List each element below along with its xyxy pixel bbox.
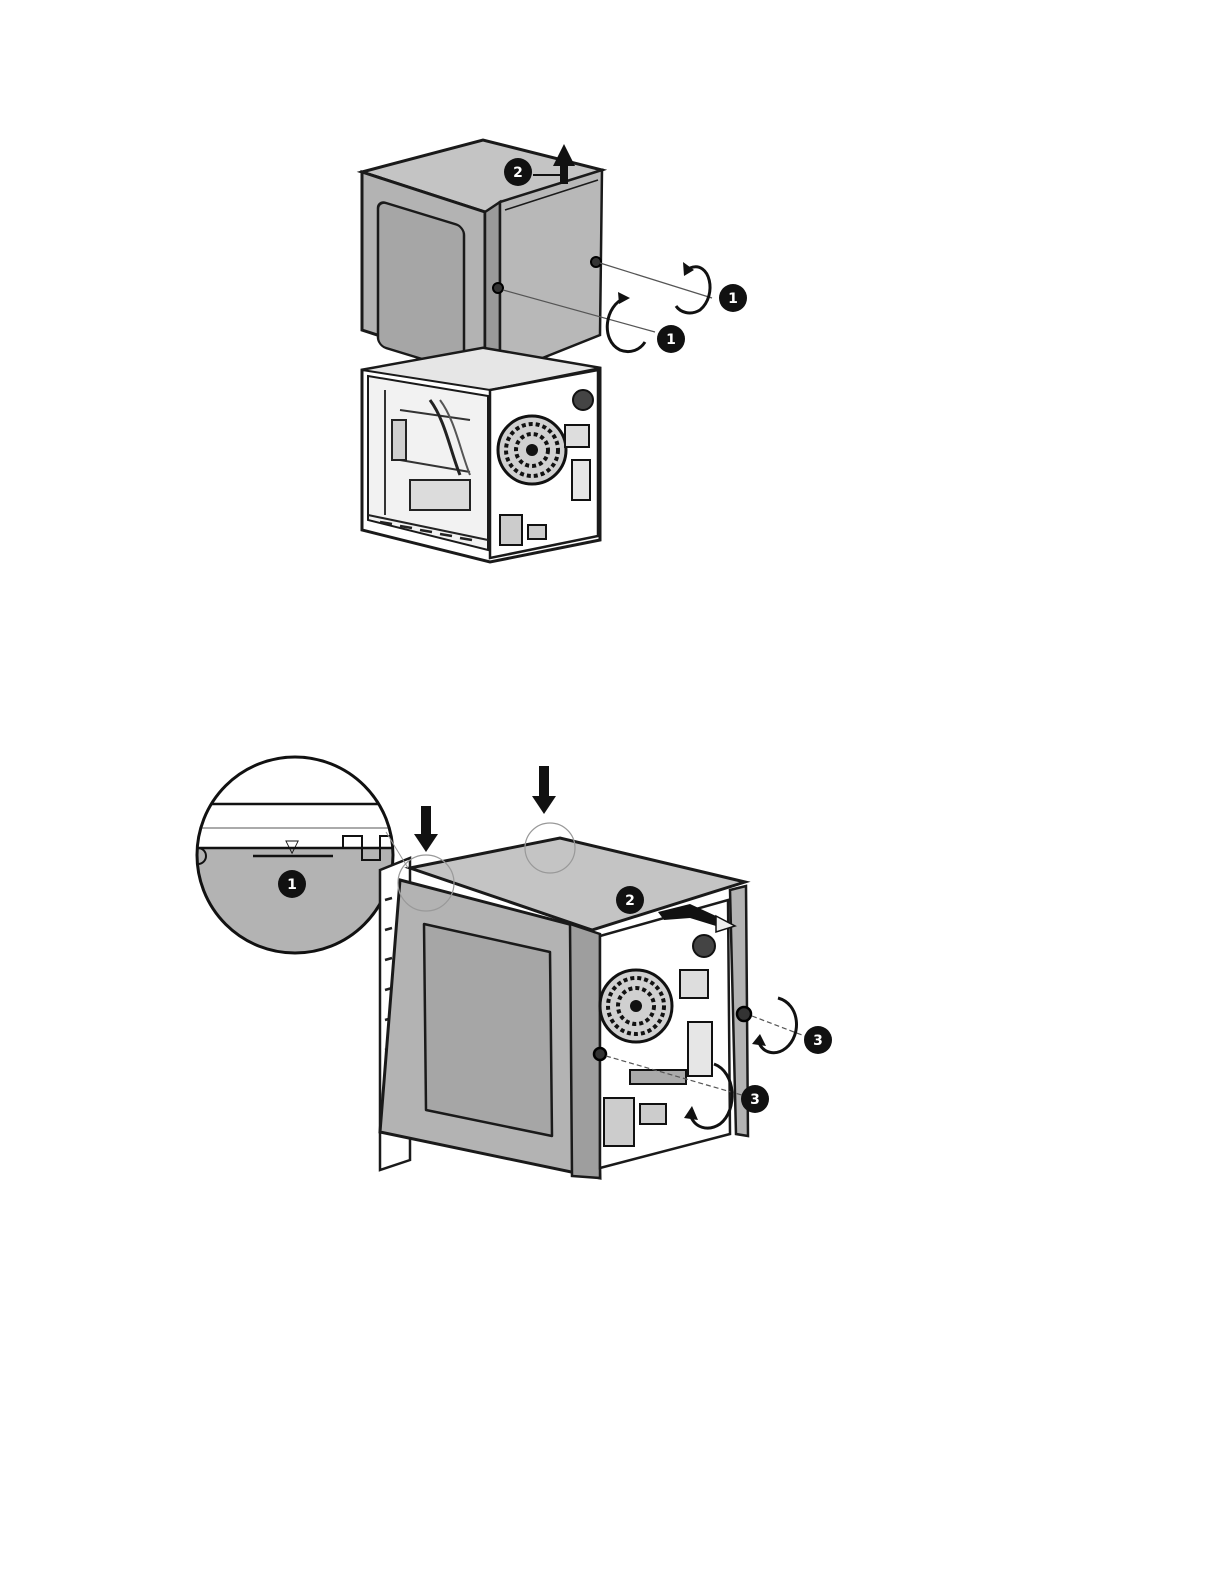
callout-badge: 3	[804, 1026, 832, 1054]
detail-magnifier: ▽ 1	[190, 750, 400, 968]
svg-text:3: 3	[750, 1092, 760, 1108]
svg-text:2: 2	[625, 893, 635, 909]
fan-grille-icon	[498, 416, 566, 484]
svg-text:2: 2	[513, 165, 523, 181]
rotate-icon	[607, 298, 645, 352]
remove-panel-figure: 2 1 1	[0, 120, 1224, 580]
thumbscrew-icon	[591, 257, 601, 267]
callout-badge: 1	[657, 325, 685, 353]
alignment-mark-icon: ▽	[285, 836, 299, 857]
svg-text:1: 1	[287, 877, 297, 893]
callout-badge: 3	[741, 1085, 769, 1113]
thumbscrew-icon	[594, 1048, 606, 1060]
server-chassis	[362, 348, 600, 562]
thumbscrew-icon	[737, 1007, 751, 1021]
svg-text:3: 3	[813, 1033, 823, 1049]
callout-badge: 1	[278, 870, 306, 898]
arrow-down-icon	[532, 766, 556, 814]
svg-text:1: 1	[728, 291, 738, 307]
callout-badge: 2	[616, 886, 644, 914]
arrow-down-icon	[414, 806, 438, 852]
remove-panel-illustration: 2 1 1	[0, 120, 1224, 580]
svg-text:1: 1	[666, 332, 676, 348]
callout-badge: 1	[719, 284, 747, 312]
rotate-icon	[752, 1034, 766, 1046]
fan-grille-icon	[600, 970, 672, 1042]
rotate-icon	[683, 262, 694, 276]
thumbscrew-icon	[493, 283, 503, 293]
install-panel-illustration: ▽ 1	[0, 740, 1224, 1200]
rotate-icon	[618, 292, 630, 304]
callout-badge: 2	[504, 158, 532, 186]
rotate-icon	[676, 267, 710, 313]
install-panel-figure: ▽ 1	[0, 740, 1224, 1200]
